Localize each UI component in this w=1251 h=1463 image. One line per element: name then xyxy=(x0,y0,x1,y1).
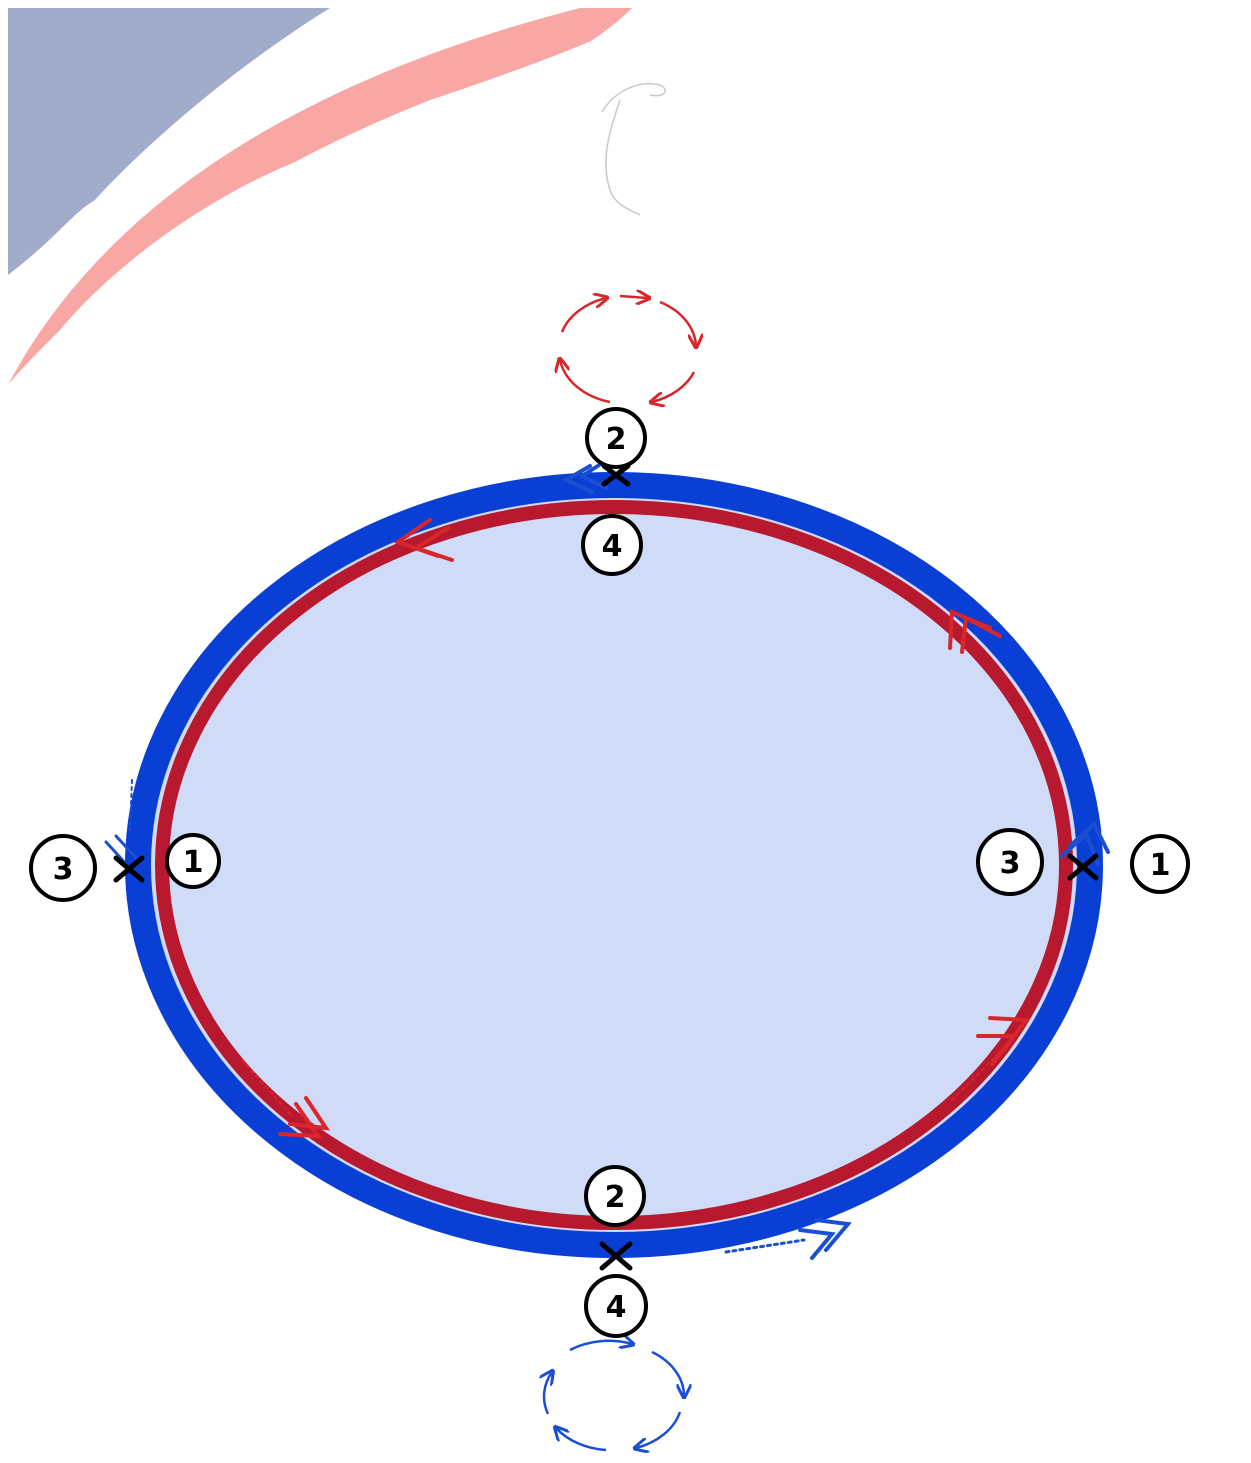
badge-left-inner: 1 xyxy=(165,833,221,889)
badge-left-outer: 3 xyxy=(29,834,97,902)
counterclockwise-cycle-arrows-icon xyxy=(560,296,696,402)
badge-label: 1 xyxy=(183,845,204,880)
x-mark-icon xyxy=(599,1241,633,1271)
red-chevron-arrow xyxy=(241,1059,331,1139)
badge-label: 2 xyxy=(606,422,627,457)
background-decoration xyxy=(8,8,666,385)
clockwise-cycle-arrows-icon xyxy=(544,1341,684,1450)
badge-label: 4 xyxy=(602,529,623,564)
badge-bottom-inner: 2 xyxy=(584,1165,646,1227)
badge-label: 2 xyxy=(605,1180,626,1215)
cross-markers xyxy=(113,463,1099,1271)
badge-label: 4 xyxy=(606,1290,627,1325)
flow-arrows xyxy=(104,460,1110,1260)
blue-chevron-arrow xyxy=(1060,820,1110,866)
pink-swoosh-shape xyxy=(8,8,632,385)
red-chevron-arrow xyxy=(951,1016,1030,1101)
white-swoosh-gap xyxy=(150,20,636,260)
blue-chevron-arrow xyxy=(561,460,608,494)
red-chevron-arrow xyxy=(948,609,1002,654)
badge-label: 1 xyxy=(1150,848,1171,883)
blue-chevron-arrow xyxy=(724,1218,852,1260)
sketch-doodle xyxy=(601,83,666,216)
badge-right-outer: 1 xyxy=(1130,834,1190,894)
x-mark-icon xyxy=(601,463,631,487)
x-mark-icon xyxy=(1067,853,1099,881)
red-chevron-arrow xyxy=(393,518,454,562)
number-badges: 2 4 3 1 3 1 2 4 xyxy=(29,407,1190,1338)
x-mark-icon xyxy=(113,855,145,883)
badge-right-inner: 3 xyxy=(976,828,1044,896)
badge-bottom-outer: 4 xyxy=(584,1274,648,1338)
badge-top-outer: 2 xyxy=(585,407,647,469)
outer-blue-ring xyxy=(125,472,1103,1258)
circulation-rings xyxy=(125,472,1103,1258)
badge-label: 3 xyxy=(1000,846,1021,881)
badge-label: 3 xyxy=(53,852,74,887)
badge-top-inner: 4 xyxy=(581,514,643,576)
slate-band-shape xyxy=(8,8,330,275)
